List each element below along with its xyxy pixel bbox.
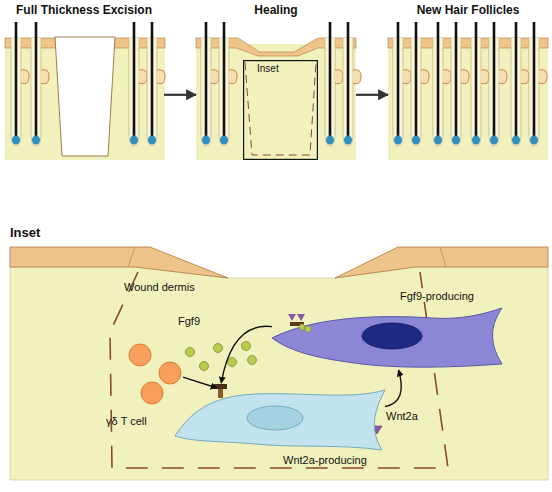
hair-follicle bbox=[201, 22, 219, 146]
t-cell bbox=[129, 344, 151, 366]
wound-boundary bbox=[110, 272, 448, 468]
bound-fgf9 bbox=[299, 324, 311, 332]
cell: Wnt2a-producing bbox=[175, 388, 385, 450]
cell-body bbox=[175, 390, 385, 450]
receptor-stem bbox=[218, 389, 223, 398]
inset-frame bbox=[244, 61, 318, 160]
hair-follicle bbox=[471, 22, 489, 146]
hair-follicle bbox=[129, 22, 147, 146]
cell: Fgf9-producing bbox=[272, 308, 502, 370]
cell-boundary bbox=[440, 247, 446, 267]
skin-panel: New Hair Follicles bbox=[388, 2, 548, 162]
node-text: Full Thickness Excision bbox=[4, 4, 164, 18]
cell: γδ T cell bbox=[128, 343, 183, 405]
node-shape bbox=[128, 343, 183, 405]
nucleus bbox=[362, 323, 422, 349]
connector-arrow bbox=[356, 94, 388, 96]
wound-gap bbox=[55, 37, 115, 156]
hair-follicle bbox=[31, 22, 49, 146]
hair-follicle bbox=[325, 22, 343, 146]
hair-follicle bbox=[433, 22, 451, 146]
bound-wnt2a bbox=[288, 314, 305, 321]
hair-follicle bbox=[451, 22, 469, 146]
connector-arrow bbox=[385, 370, 401, 407]
signal-label: Wnt2a bbox=[386, 410, 418, 423]
hair-follicle bbox=[343, 22, 361, 146]
hair-follicle bbox=[219, 22, 237, 146]
node-text: Healing bbox=[196, 4, 356, 18]
epidermis bbox=[10, 247, 228, 278]
node-text: Inset bbox=[257, 63, 307, 75]
inset-box: Inset bbox=[243, 60, 318, 160]
connector-arrow bbox=[183, 377, 217, 388]
node-text: Wnt2a-producing bbox=[283, 454, 403, 467]
t-cell bbox=[159, 362, 181, 384]
hair-follicle bbox=[11, 22, 29, 146]
receptor-cap bbox=[214, 384, 227, 389]
hair-follicle bbox=[489, 22, 507, 146]
connector-arrow bbox=[164, 94, 196, 96]
hair-follicle bbox=[511, 22, 529, 146]
skin-panel: HealingInset bbox=[196, 2, 356, 162]
connector-arrow bbox=[221, 326, 272, 383]
node-text: Fgf9-producing bbox=[400, 290, 510, 303]
cell-boundary bbox=[128, 247, 135, 267]
node-text: Inset bbox=[10, 226, 90, 241]
hair-follicle bbox=[393, 22, 411, 146]
hair-follicle bbox=[147, 22, 165, 146]
node-shape bbox=[243, 60, 318, 160]
wound-boundary bbox=[245, 62, 316, 155]
nucleus bbox=[247, 406, 303, 430]
skin-panel: Full Thickness Excision bbox=[4, 2, 164, 162]
hair-follicle bbox=[529, 22, 547, 146]
node-shape bbox=[272, 308, 502, 370]
epidermis bbox=[335, 247, 548, 278]
region-label: Wound dermis bbox=[124, 281, 195, 294]
cell-body bbox=[272, 308, 502, 367]
wound-dermis bbox=[10, 267, 548, 480]
fgf9-ligands bbox=[186, 342, 257, 371]
inset-panel: Inset γδ T cell Fgf9-producingWnt2a-produc… bbox=[8, 226, 550, 482]
node-text: New Hair Follicles bbox=[388, 4, 548, 18]
signal-label: Fgf9 bbox=[178, 315, 200, 328]
t-cell bbox=[141, 382, 163, 404]
hair-follicle bbox=[411, 22, 429, 146]
node-shape bbox=[175, 388, 385, 450]
